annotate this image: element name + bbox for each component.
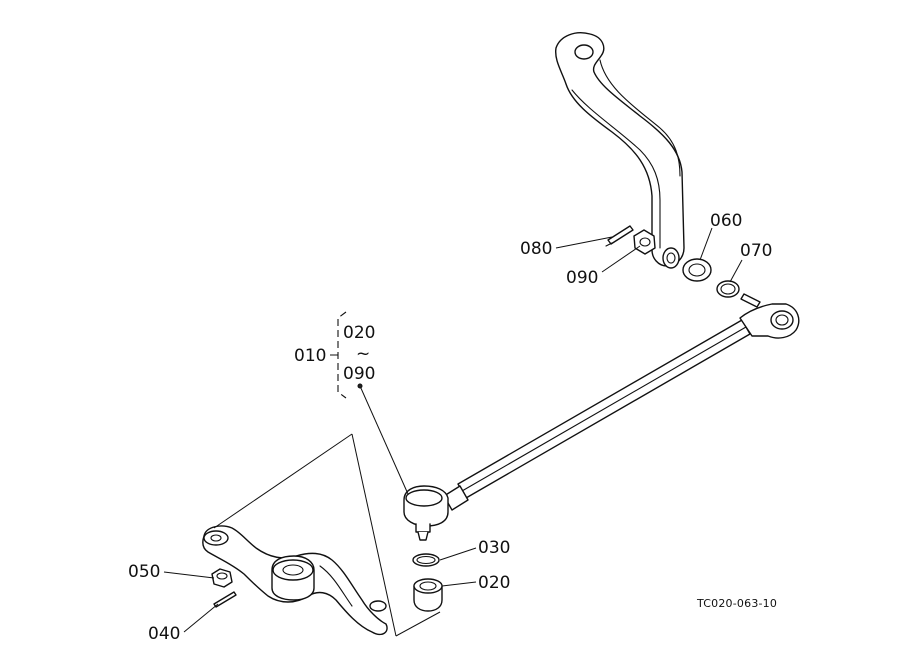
callout-040: 040	[148, 624, 180, 644]
group-range-end: 090	[343, 364, 375, 384]
pitman-arm	[554, 32, 685, 269]
dust-seal-lower	[413, 578, 443, 612]
castle-nut-upper	[633, 229, 656, 255]
callout-020: 020	[478, 573, 510, 593]
callout-050: 050	[128, 562, 160, 582]
group-number: 010	[294, 346, 326, 366]
castle-nut-lower	[211, 568, 233, 588]
callout-060: 060	[710, 211, 742, 231]
group-range-separator: ~	[356, 344, 370, 364]
snap-ring-upper	[716, 280, 740, 298]
assembly-lines	[213, 383, 441, 637]
callout-070: 070	[740, 241, 772, 261]
tie-rod-end-upper	[739, 303, 800, 339]
dust-seal-upper	[682, 258, 712, 282]
tie-rod	[443, 319, 751, 511]
tie-rod-end-lower	[403, 485, 449, 541]
drawing-code: TC020-063-10	[696, 597, 777, 610]
callout-080: 080	[520, 239, 552, 259]
ball-stud-upper	[740, 293, 761, 308]
group-bracket	[330, 311, 347, 399]
snap-ring-lower	[412, 553, 440, 567]
cotter-pin-upper	[605, 225, 634, 247]
callout-090: 090	[566, 268, 598, 288]
knuckle-arm	[202, 525, 388, 636]
leader-lines	[163, 227, 743, 633]
callout-030: 030	[478, 538, 510, 558]
group-range-start: 020	[343, 323, 375, 343]
